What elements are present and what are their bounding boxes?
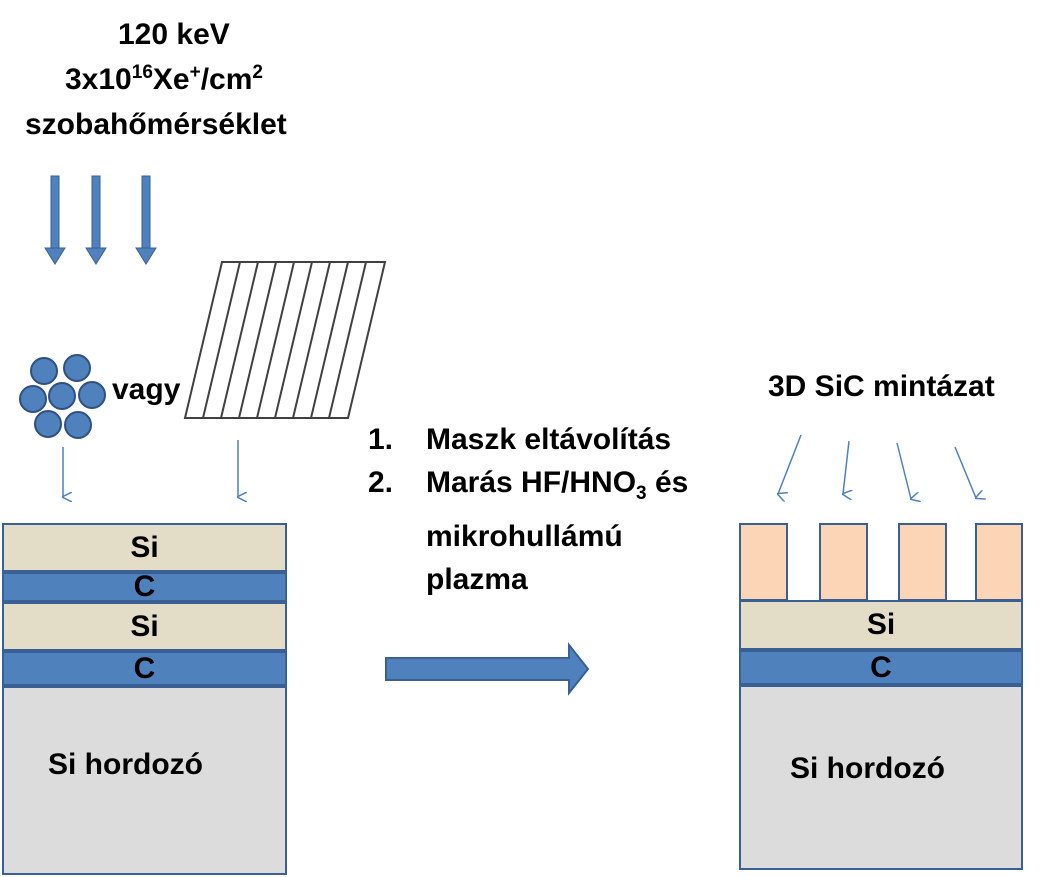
process-steps: 1.Maszk eltávolítás 2.Marás HF/HNO3 és m… (368, 418, 688, 601)
step-1: 1.Maszk eltávolítás (368, 423, 672, 456)
or-label: vagy (112, 373, 181, 406)
sic-pillar-1 (739, 523, 788, 601)
ion-beam-arrow-icon (44, 175, 66, 265)
grating-mask-icon (183, 261, 387, 419)
left-substrate: Si hordozó (2, 686, 287, 875)
thin-arrow-icon (896, 442, 911, 499)
process-arrow-icon (385, 642, 590, 696)
left-si-layer-1: Si (2, 523, 287, 572)
result-title: 3D SiC mintázat (768, 370, 995, 403)
right-c-layer: C (739, 650, 1023, 685)
right-substrate: Si hordozó (739, 685, 1023, 870)
thin-arrow-icon (954, 446, 976, 498)
ion-beam-arrow-icon (135, 175, 157, 265)
thin-arrow-icon (778, 434, 802, 494)
energy-label: 120 keV (118, 18, 230, 51)
left-c-layer-1: C (2, 570, 287, 603)
sic-pillar-3 (898, 523, 947, 601)
nanosphere-mask-icon (19, 354, 106, 439)
ion-beam-arrow-icon (85, 175, 107, 265)
step-2-line-3: plazma (426, 563, 528, 596)
dose-label: 3x1016Xe+/cm2 (65, 62, 263, 96)
thin-arrow-icon (843, 440, 849, 494)
left-si-layer-2: Si (2, 602, 287, 651)
left-c-layer-2: C (2, 651, 287, 686)
sic-pillar-4 (975, 523, 1023, 601)
temperature-label: szobahőmérséklet (25, 108, 287, 141)
step-2: 2.Marás HF/HNO3 és (368, 466, 689, 504)
right-si-layer: Si (739, 600, 1023, 650)
sic-pillar-2 (819, 523, 868, 601)
ion-beam-arrows (44, 175, 157, 265)
step-2-line-2: mikrohullámú (426, 520, 623, 553)
